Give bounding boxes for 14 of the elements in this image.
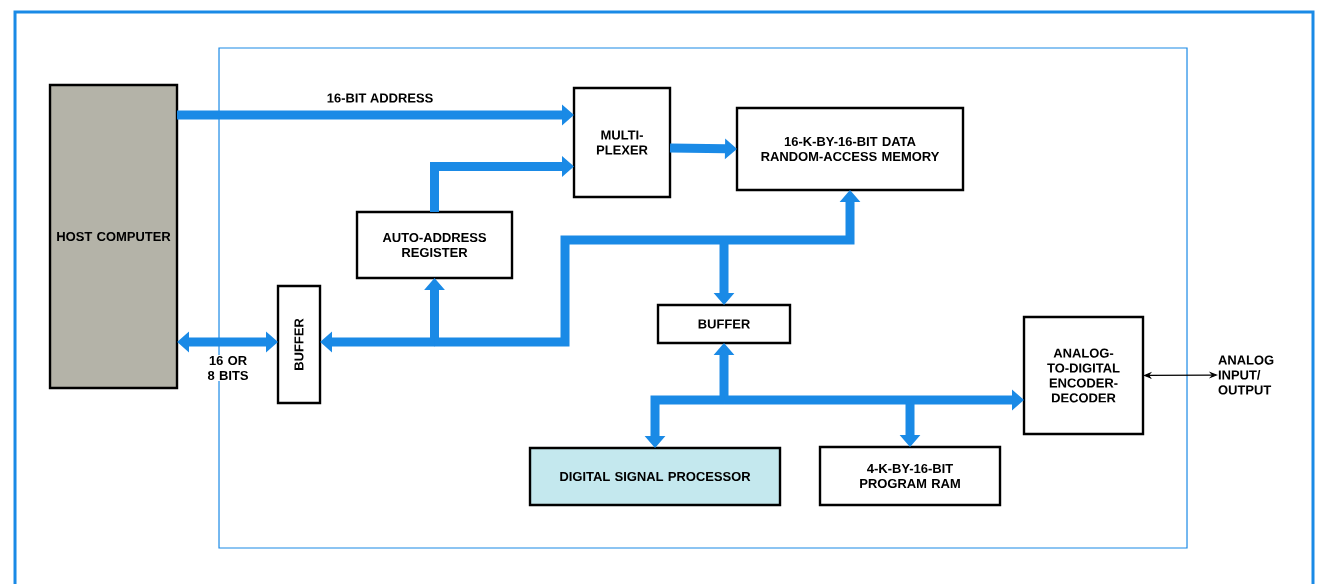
processor-box: DIGITAL SIGNAL PROCESSOR <box>528 446 782 507</box>
block-box: BUFFER <box>656 303 792 345</box>
edge-label: 16 OR 8 BITS <box>197 354 259 382</box>
block-box: AUTO-ADDRESS REGISTER <box>355 210 514 280</box>
block-box: 16-K-BY-16-BIT DATA RANDOM-ACCESS MEMORY <box>735 106 965 192</box>
block-box: BUFFER <box>276 284 322 405</box>
computer-box: HOST COMPUTER <box>48 83 179 390</box>
edge-label: 16-BIT ADDRESS <box>325 92 435 104</box>
bus-arrow <box>177 331 278 353</box>
block-box: ANALOG-TO-DIGITAL ENCODER-DECODER <box>1022 315 1145 436</box>
port-label: ANALOG INPUT/ OUTPUT <box>1218 355 1274 395</box>
block-box: 4-K-BY-16-BIT PROGRAM RAM <box>818 445 1002 507</box>
bus-arrow <box>430 156 574 212</box>
block-box: MULTI-PLEXER <box>572 86 672 199</box>
